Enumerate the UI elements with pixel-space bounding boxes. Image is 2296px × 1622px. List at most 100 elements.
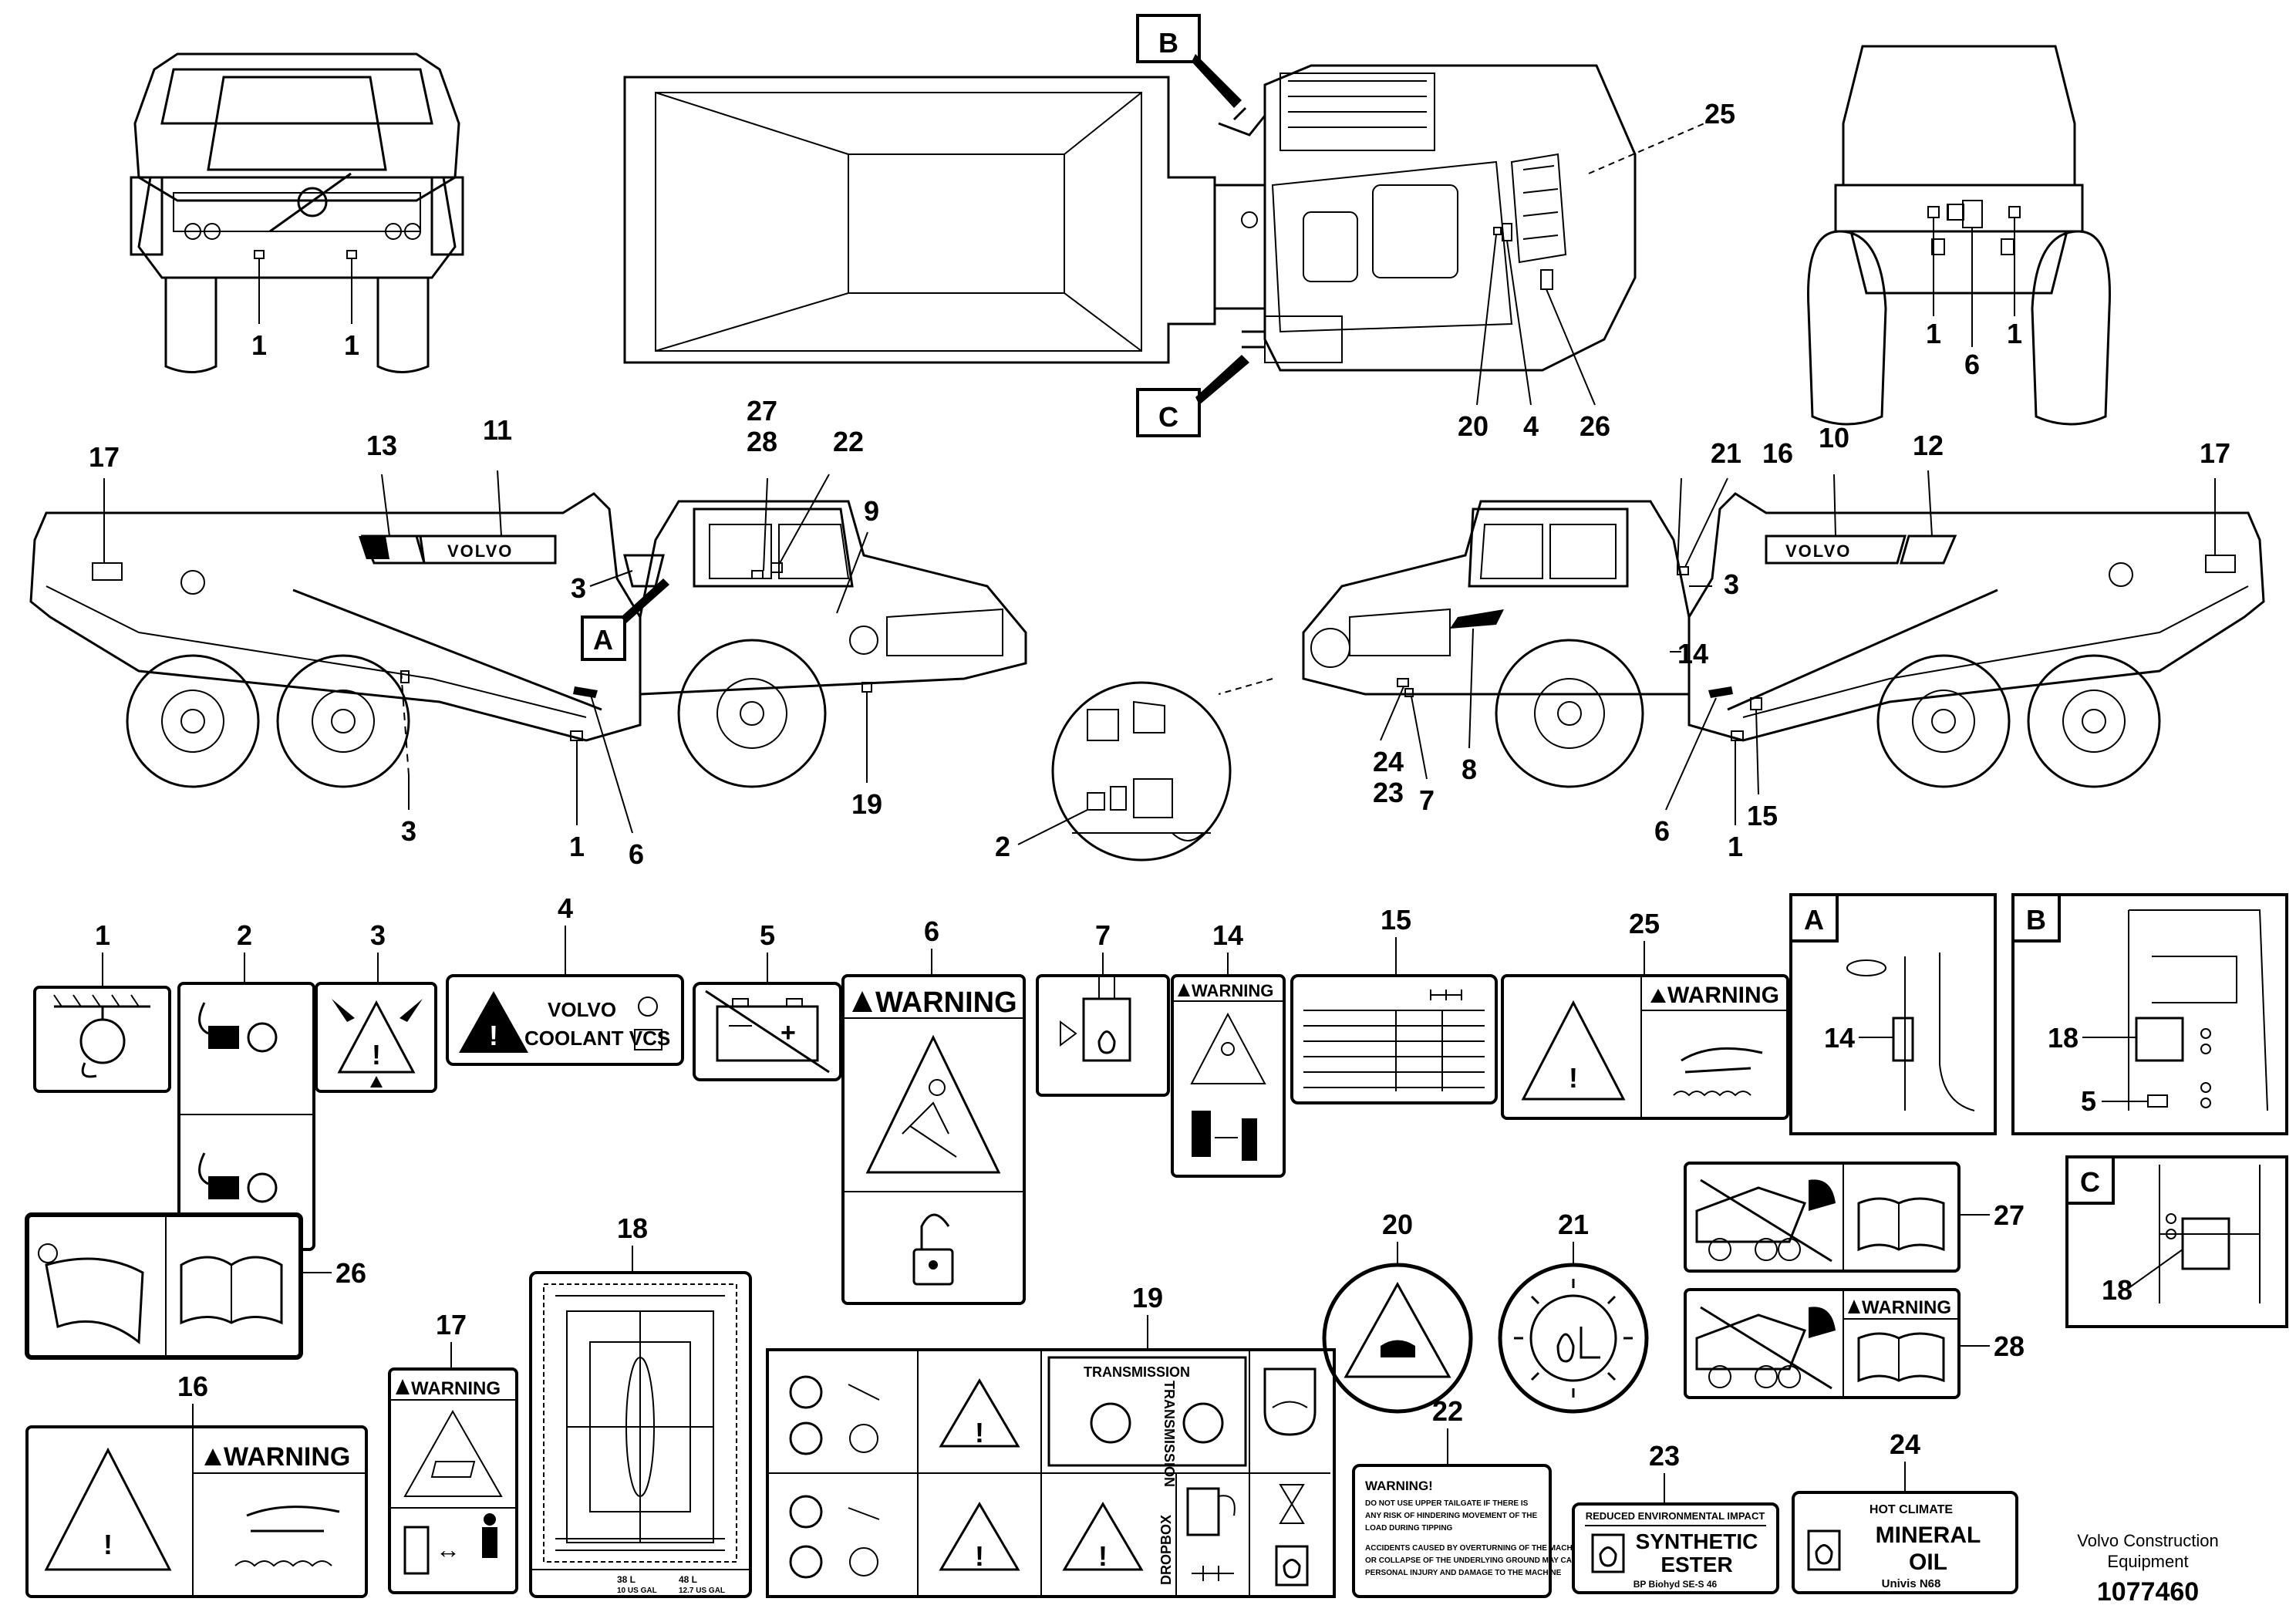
volvo-logo-left: VOLVO [447, 541, 513, 561]
callout-1: 1 [1926, 318, 1941, 349]
callout-6: 6 [1654, 815, 1670, 847]
callout-3: 3 [1724, 568, 1739, 600]
callout-12: 12 [1913, 430, 1944, 461]
callout-21: 21 [1711, 437, 1741, 469]
decal-number: 16 [177, 1371, 208, 1402]
decal-18-capacity: 38 L [617, 1574, 636, 1585]
decal-24-text: OIL [1909, 1549, 1947, 1575]
decal-number: 4 [558, 892, 573, 924]
detail-circle [1051, 681, 1232, 862]
callout-4: 4 [1523, 410, 1539, 442]
document-number: 1077460 [2097, 1577, 2199, 1607]
svg-text:!: ! [975, 1417, 984, 1448]
decal-number: 18 [617, 1212, 648, 1244]
callout-25: 25 [1704, 98, 1735, 130]
callout-10: 10 [1819, 422, 1849, 454]
detail-c-label: 18 [2102, 1274, 2132, 1306]
detail-b-label: 5 [2081, 1085, 2096, 1117]
decal-number: 3 [370, 919, 386, 951]
decal-23-text: ESTER [1660, 1553, 1732, 1576]
svg-text:!: ! [372, 1039, 381, 1071]
decal-22-title: WARNING! [1365, 1479, 1433, 1493]
decal-3: 3 ! [315, 919, 437, 1093]
decal-number: 22 [1432, 1395, 1463, 1427]
callout-8: 8 [1462, 754, 1477, 785]
callout-19: 19 [851, 788, 882, 820]
decal-number: 20 [1382, 1209, 1413, 1240]
decal-28-title: WARNING [1862, 1297, 1951, 1318]
decal-number: 2 [237, 919, 252, 951]
decal-24-text: MINERAL [1876, 1523, 1981, 1548]
callout-26: 26 [1580, 410, 1610, 442]
view-letter-b: B [1158, 27, 1178, 59]
callout-23: 23 [1373, 777, 1404, 808]
decal-23-text: BP Biohyd SE-S 46 [1633, 1579, 1718, 1590]
detail-c-letter: C [2080, 1166, 2100, 1198]
callout-22: 22 [833, 426, 864, 457]
callout-3: 3 [571, 572, 586, 604]
decal-2: 2 [177, 919, 315, 1251]
callout-24: 24 [1373, 746, 1404, 777]
decal-number: 15 [1381, 904, 1411, 936]
decal-27: 27 [1684, 1162, 2025, 1273]
decal-16-title: WARNING [224, 1442, 350, 1472]
svg-text:!: ! [975, 1540, 984, 1572]
decal-number: 7 [1095, 919, 1111, 951]
decal-24-text: HOT CLIMATE [1870, 1503, 1953, 1516]
decal-18-capacity: 48 L [679, 1574, 697, 1585]
decal-25: 25 ! WARNING [1501, 908, 1789, 1120]
detail-a-letter: A [1804, 904, 1824, 936]
decal-22-line: ACCIDENTS CAUSED BY OVERTURNING OF THE M… [1365, 1544, 1586, 1553]
decal-6-title: WARNING [875, 986, 1017, 1019]
decal-number: 23 [1649, 1440, 1680, 1472]
decal-number: 6 [924, 916, 939, 947]
decal-22-line: LOAD DURING TIPPING [1365, 1524, 1453, 1533]
decal-23-text: SYNTHETIC [1636, 1529, 1758, 1553]
footer: Volvo Construction Equipment 1077460 [2077, 1531, 2218, 1607]
decal-number: 28 [1994, 1330, 2025, 1362]
decal-24: 24 HOT CLIMATE MINERAL OIL Univis N68 [1792, 1428, 2018, 1594]
callout-2: 2 [995, 831, 1010, 862]
front-view: 1 1 [130, 52, 464, 373]
callout-15: 15 [1747, 800, 1778, 831]
view-marker-b [1136, 14, 1201, 63]
decal-number: 25 [1629, 908, 1660, 939]
decal-20: 20 [1322, 1209, 1473, 1414]
decal-26: 26 [25, 1212, 366, 1360]
decal-18-capacity: 10 US GAL [617, 1587, 657, 1595]
decal-23-text: REDUCED ENVIRONMENTAL IMPACT [1586, 1510, 1765, 1522]
decal-15: 15 [1290, 904, 1498, 1104]
detail-a: A 14 [1789, 893, 1997, 1135]
company-name: Volvo Construction [2077, 1531, 2218, 1550]
decal-5: 5 + [693, 919, 842, 1081]
decal-17: 17 WARNING ↔ [388, 1309, 518, 1594]
decal-18-capacity: 12.7 US GAL [679, 1587, 725, 1595]
rear-view: 1 6 1 [1807, 45, 2111, 426]
callout-20: 20 [1458, 410, 1489, 442]
decal-19: 19 TRANSMISSION TRANSMISSION DROPBOX ! !… [766, 1282, 1336, 1598]
decal-6: 6 WARNING [841, 916, 1026, 1305]
svg-text:+: + [781, 1018, 796, 1047]
decal-7: 7 [1036, 919, 1170, 1097]
svg-text:!: ! [1098, 1540, 1108, 1572]
decal-21: 21 [1498, 1209, 1649, 1414]
view-letter-a: A [593, 624, 613, 656]
decal-25-title: WARNING [1667, 983, 1779, 1008]
decal-number: 1 [95, 919, 110, 951]
callout-6: 6 [629, 838, 644, 870]
decal-22-line: DO NOT USE UPPER TAILGATE IF THERE IS [1365, 1499, 1529, 1508]
callout-3: 3 [401, 815, 416, 847]
decal-1: 1 [33, 919, 171, 1093]
svg-text:!: ! [103, 1529, 113, 1560]
decal-19-text: DROPBOX [1158, 1515, 1174, 1585]
decal-19-text: TRANSMISSION [1084, 1364, 1190, 1380]
callout-1: 1 [344, 329, 359, 361]
callout-16: 16 [1762, 437, 1793, 469]
decal-22-line: OR COLLAPSE OF THE UNDERLYING GROUND MAY… [1365, 1556, 1588, 1565]
decal-number: 27 [1994, 1199, 2025, 1231]
decal-14-title: WARNING [1192, 981, 1273, 1000]
decal-number: 14 [1212, 919, 1243, 951]
detail-a-label: 14 [1824, 1022, 1855, 1054]
callout-13: 13 [366, 430, 397, 461]
callout-1: 1 [569, 831, 585, 862]
